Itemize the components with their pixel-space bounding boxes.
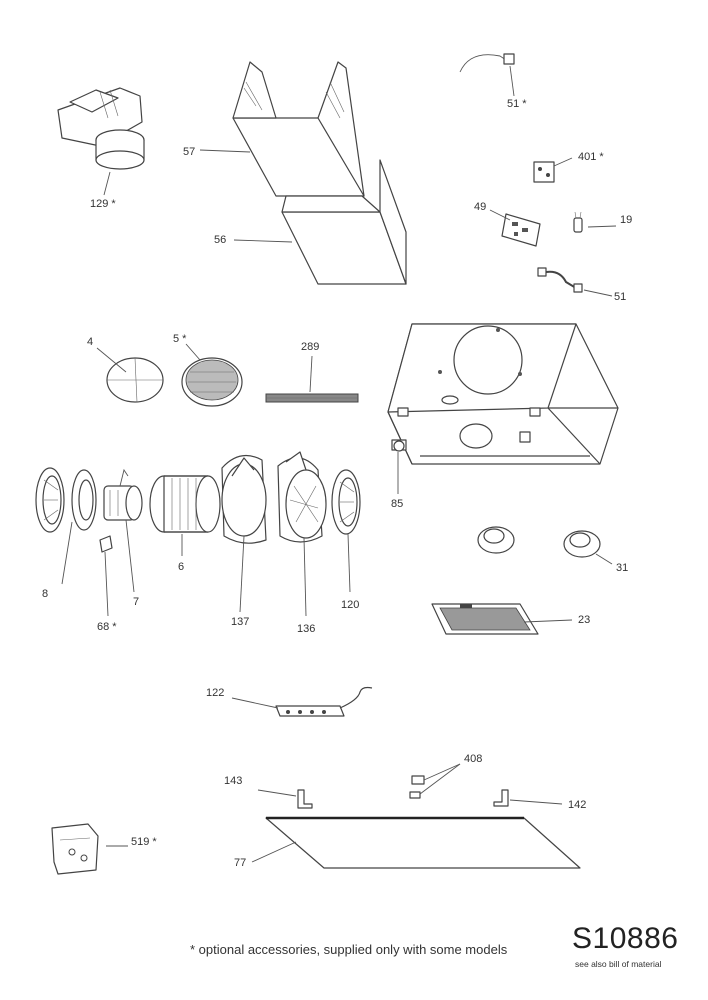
- part-401-switch: [533, 161, 555, 183]
- part-408-clips: [409, 775, 425, 799]
- label-519: 519 *: [131, 836, 157, 848]
- part-57-upper-chimney: [232, 61, 365, 197]
- diagram-code: S10886: [572, 922, 679, 955]
- leader-19: [587, 225, 617, 228]
- leader-5: [185, 343, 201, 361]
- leader-4: [96, 347, 127, 373]
- part-hood-body: [387, 323, 619, 465]
- leader-142: [509, 799, 563, 805]
- part-5-carbon-filter: [181, 357, 243, 407]
- part-51-cable-top: [459, 53, 515, 73]
- part-56-lower-chimney: [281, 159, 407, 285]
- leader-137: [239, 535, 245, 613]
- part-6-impeller: [149, 475, 221, 533]
- leader-136: [303, 537, 307, 617]
- leader-31: [595, 553, 613, 565]
- leader-77: [251, 841, 297, 863]
- leader-51b: [583, 289, 613, 297]
- label-6: 6: [178, 561, 184, 573]
- leader-51a: [509, 65, 515, 97]
- leader-408b: [419, 763, 461, 795]
- label-129: 129 *: [90, 198, 116, 210]
- label-68: 68 *: [97, 621, 117, 633]
- label-120: 120: [341, 599, 359, 611]
- label-4: 4: [87, 336, 93, 348]
- part-129-adaptor: [57, 87, 145, 170]
- part-49-control-board: [501, 213, 541, 247]
- label-8: 8: [42, 588, 48, 600]
- part-23-grease-filter: [431, 603, 539, 635]
- label-56: 56: [214, 234, 226, 246]
- part-122-light-unit: [275, 686, 373, 717]
- label-49: 49: [474, 201, 486, 213]
- label-122: 122: [206, 687, 224, 699]
- optional-accessories-footnote: * optional accessories, supplied only wi…: [190, 942, 508, 957]
- leader-49: [489, 209, 511, 221]
- part-8-fan-cover: [35, 467, 65, 533]
- label-137: 137: [231, 616, 249, 628]
- label-19: 19: [620, 214, 632, 226]
- part-4-disc: [106, 357, 164, 403]
- leader-23: [523, 619, 573, 623]
- leader-8: [61, 521, 73, 585]
- leader-120: [347, 533, 351, 593]
- label-7: 7: [133, 596, 139, 608]
- label-401: 401 *: [578, 151, 604, 163]
- leader-401: [553, 157, 573, 167]
- part-68-clip: [99, 535, 113, 553]
- label-5: 5 *: [173, 333, 187, 345]
- part-143-bracket: [297, 789, 313, 809]
- label-77: 77: [234, 857, 246, 869]
- label-85: 85: [391, 498, 403, 510]
- leader-289: [309, 355, 313, 393]
- label-57: 57: [183, 146, 195, 158]
- leader-68: [104, 551, 109, 617]
- part-51-cable: [537, 267, 583, 293]
- part-120-fan-cover: [331, 469, 361, 535]
- leader-57: [199, 149, 251, 153]
- label-136: 136: [297, 623, 315, 635]
- leader-143: [257, 789, 297, 797]
- leader-122: [231, 697, 279, 709]
- bill-of-material-note: see also bill of material: [575, 959, 662, 969]
- leader-408a: [423, 763, 461, 781]
- leader-129: [103, 171, 111, 196]
- label-143: 143: [224, 775, 242, 787]
- label-31: 31: [616, 562, 628, 574]
- part-31-knobs: [477, 526, 601, 558]
- part-136-half-scroll: [277, 451, 327, 543]
- label-51b: 51: [614, 291, 626, 303]
- label-408: 408: [464, 753, 482, 765]
- label-23: 23: [578, 614, 590, 626]
- part-519-kit-bag: [51, 823, 99, 875]
- part-85-lamp-holder: [391, 439, 407, 452]
- label-142: 142: [568, 799, 586, 811]
- part-7-motor: [103, 468, 143, 521]
- part-142-bracket: [493, 789, 509, 807]
- leader-56: [233, 239, 293, 243]
- part-motor-plate: [71, 469, 97, 531]
- part-19-capacitor: [573, 211, 583, 233]
- part-77-front-panel: [265, 816, 581, 869]
- label-51a: 51 *: [507, 98, 527, 110]
- label-289: 289: [301, 341, 319, 353]
- part-289-strip: [265, 393, 359, 403]
- part-137-half-scroll: [221, 454, 267, 544]
- leader-7: [125, 519, 135, 593]
